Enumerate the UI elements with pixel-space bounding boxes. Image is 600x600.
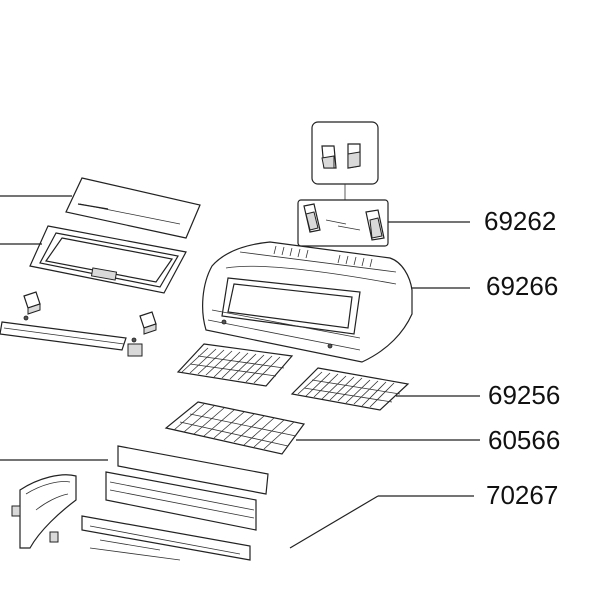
window-frame (29, 225, 187, 294)
part-number-69256: 69256 (488, 380, 560, 410)
grill-lid (202, 241, 413, 363)
leader-line-70267 (289, 495, 379, 549)
part-number-69262: 69262 (484, 206, 556, 236)
part-number-70267: 70267 (486, 480, 558, 510)
part-number-60566: 60566 (488, 425, 560, 455)
heat-shield (81, 445, 269, 561)
part-number-69266: 69266 (486, 271, 558, 301)
cooking-grate-right (290, 367, 410, 411)
cooking-grate-left (176, 343, 294, 387)
firebox-corner (11, 474, 77, 549)
lid-vent-slots (273, 245, 373, 268)
handle-assembly (0, 291, 157, 357)
hinge-kit (297, 199, 389, 247)
window-glass-panel (65, 177, 201, 239)
clip-kit-detail (311, 121, 379, 200)
warming-rack (164, 401, 306, 455)
